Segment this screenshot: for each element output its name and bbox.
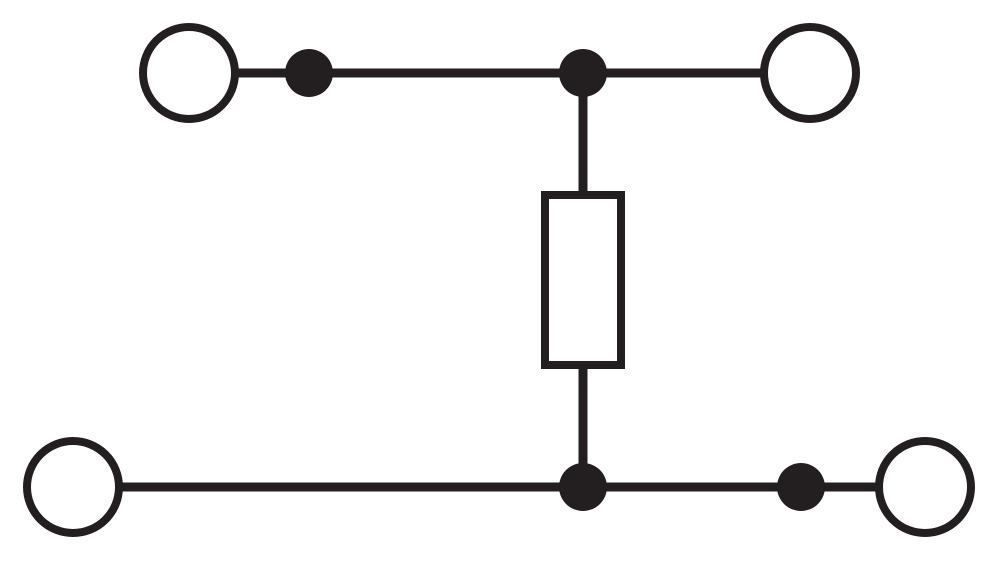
- terminal-bottom-right: [875, 437, 975, 537]
- junction-bottom-right: [777, 463, 825, 511]
- terminal-bottom-left: [23, 437, 123, 537]
- terminal-top-right: [760, 23, 860, 123]
- resistor: [541, 191, 625, 369]
- junction-bottom-center: [559, 463, 607, 511]
- terminal-top-left: [139, 23, 239, 123]
- junction-top-center: [559, 49, 607, 97]
- junction-top-left: [285, 49, 333, 97]
